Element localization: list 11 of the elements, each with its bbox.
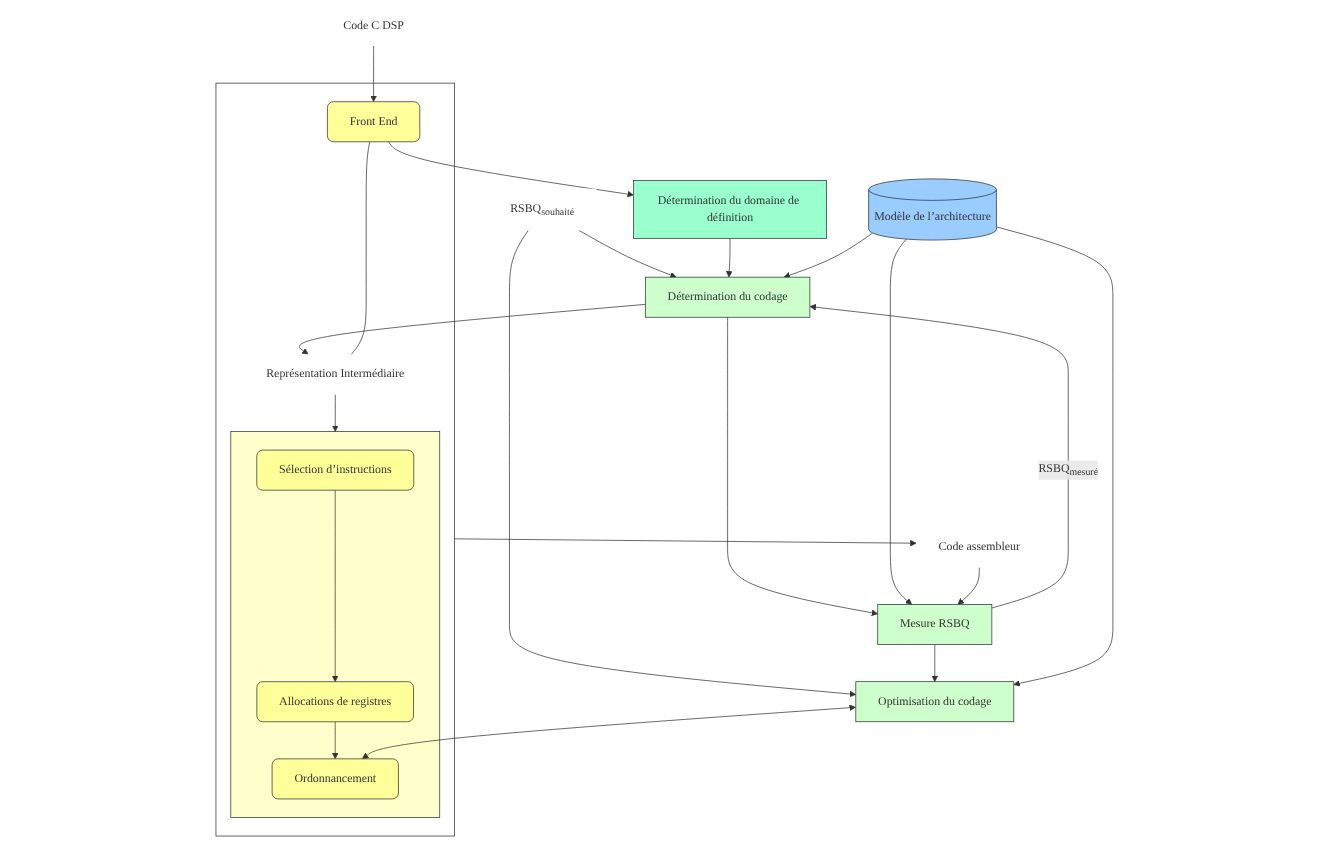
cluster <box>230 431 440 818</box>
node-box <box>271 758 399 800</box>
node-box <box>644 276 810 318</box>
node-box <box>255 449 414 491</box>
connector <box>350 141 370 355</box>
node-box <box>256 681 414 723</box>
node-box <box>855 681 1014 723</box>
node-box <box>876 604 992 645</box>
node-box <box>326 101 420 143</box>
cluster <box>215 82 455 837</box>
node-box <box>632 180 827 239</box>
